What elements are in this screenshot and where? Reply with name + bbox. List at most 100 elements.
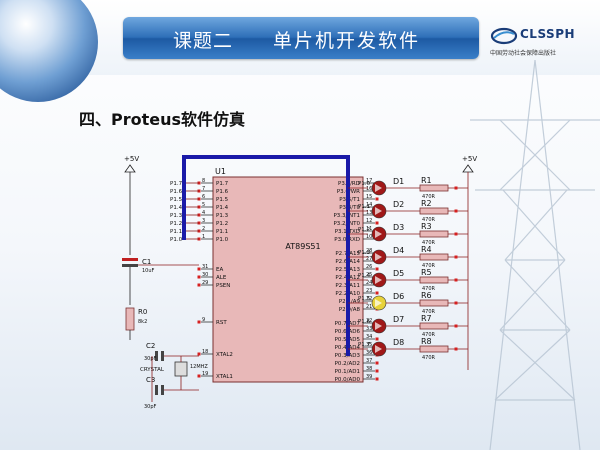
crystal-value: 12MHZ [190, 364, 208, 370]
resistor-ref: R2 [421, 199, 432, 208]
resistor-value: 470R [422, 240, 436, 246]
pin-number: 12 [366, 218, 372, 224]
pin-marker [375, 291, 379, 295]
led-ref: D6 [393, 292, 404, 301]
c2-value: 30pF [144, 356, 157, 362]
led-net-label: P1.6 [358, 319, 371, 325]
crystal-ref: CRYSTAL [140, 367, 165, 373]
resistor-r7 [419, 322, 449, 330]
pin-number: 28 [366, 248, 372, 254]
title-bar: 课题二 单片机开发软件 [123, 17, 479, 59]
pin-number: 22 [366, 296, 372, 302]
pin-marker [375, 267, 379, 271]
pin-number: 14 [366, 202, 372, 208]
pin-number: 33 [366, 326, 372, 332]
led-ref: D4 [393, 246, 404, 255]
pin-name: P1.1 [216, 229, 228, 235]
pin-name: RST [216, 320, 227, 326]
pin-number: 17 [366, 178, 372, 184]
led-diode-icon [375, 276, 382, 284]
c1-plate [122, 258, 138, 261]
resistor-r6 [419, 299, 449, 307]
resistor-value: 470R [422, 332, 436, 338]
resistor-ref: R4 [421, 245, 432, 254]
pin-name-p0: P0.1/AD1 [335, 369, 360, 375]
pin-marker [375, 377, 379, 381]
pin-number: 29 [202, 280, 208, 286]
bus-net-label: P1.7 [170, 181, 183, 187]
resistor-ref: R6 [421, 291, 432, 300]
led-ref: D1 [393, 177, 404, 186]
pin-marker [197, 275, 201, 279]
resistor-r1 [419, 184, 449, 192]
bus-net-label: P1.1 [170, 229, 182, 235]
pin-number: 16 [366, 186, 372, 192]
led-diode-icon [375, 345, 382, 353]
pin-number: 9 [202, 317, 205, 323]
pin-marker [197, 374, 201, 378]
resistor-r3 [419, 230, 449, 238]
pin-marker [454, 301, 458, 305]
pin-number: 39 [366, 374, 372, 380]
mcu-body [212, 176, 364, 383]
swirl-logo-icon [490, 27, 518, 45]
pin-name: ALE [216, 275, 227, 281]
pin-number: 4 [202, 210, 205, 216]
pin-number: 34 [366, 334, 372, 340]
led-net-label: P1.1 [358, 204, 370, 210]
vcc-label: +5V [462, 155, 477, 163]
vcc-label: +5V [124, 155, 139, 163]
resistor-ref: R7 [421, 314, 432, 323]
pin-name-p0: P0.0/AD0 [335, 377, 361, 383]
pin-number: 35 [366, 342, 372, 348]
resistor-value: 470R [422, 309, 436, 315]
pin-number: 8 [202, 178, 205, 184]
pin-name: P1.0 [216, 237, 229, 243]
pin-marker [454, 232, 458, 236]
topic-label: 单片机开发软件 [273, 30, 421, 52]
pin-marker [197, 352, 201, 356]
pin-name: P1.2 [216, 221, 228, 227]
resistor-value: 470R [422, 194, 436, 200]
bus-net-label: P1.2 [170, 221, 182, 227]
lesson-label: 课题二 [173, 30, 234, 52]
pin-number: 3 [202, 218, 205, 224]
pin-name: P1.5 [216, 197, 229, 203]
c2-ref: C2 [146, 342, 155, 350]
c1-plate-neg [122, 264, 138, 267]
led-net-label: P1.0 [358, 181, 371, 187]
resistor-value: 470R [422, 286, 436, 292]
pin-number: 11 [366, 226, 372, 232]
r0-value: 8k2 [138, 319, 147, 325]
transmission-tower-background [470, 60, 600, 450]
c1-value: 10uF [142, 268, 155, 274]
pin-name: EA [216, 267, 223, 273]
vcc-symbol [462, 164, 474, 173]
section-heading: 四、Proteus软件仿真 [79, 110, 246, 129]
pin-marker [454, 186, 458, 190]
bus-net-label: P1.4 [170, 205, 183, 211]
pin-number: 19 [202, 371, 208, 377]
resistor-r4 [419, 253, 449, 261]
led-ref: D2 [393, 200, 404, 209]
resistor-value: 470R [422, 263, 436, 269]
logo-subtitle: 中国劳动社会保障出版社 [490, 50, 557, 57]
pin-number: 37 [366, 358, 372, 364]
pin-marker [197, 320, 201, 324]
pin-number: 13 [366, 210, 372, 216]
led-ref: D5 [393, 269, 404, 278]
pin-marker [454, 209, 458, 213]
pin-name: P1.7 [216, 181, 229, 187]
led-diode-icon [375, 230, 382, 238]
bus-net-label: P1.5 [170, 197, 183, 203]
resistor-r5 [419, 276, 449, 284]
pin-number: 21 [366, 304, 372, 310]
pin-number: 26 [366, 264, 372, 270]
pin-number: 38 [366, 366, 372, 372]
resistor-ref: R3 [421, 222, 432, 231]
crystal-body [174, 361, 188, 377]
pin-number: 36 [366, 350, 372, 356]
led-ref: D8 [393, 338, 404, 347]
led-diode-icon [375, 184, 382, 192]
